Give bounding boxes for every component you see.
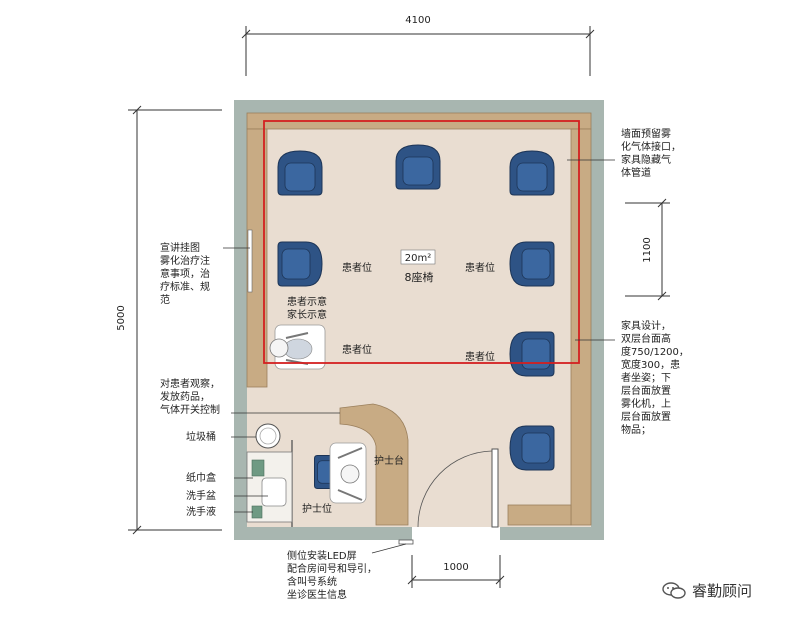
led-screen: [398, 539, 414, 545]
trash-annotation: 垃圾桶: [186, 432, 216, 443]
led-annotation: 侧位安装LED屏 配合房间号和导引， 含叫号系统 坐诊医生信息: [287, 551, 377, 601]
patient-label-left-1: 患者位: [342, 261, 372, 274]
side-dimension: 1100: [642, 237, 653, 262]
nurse-desk-label: 护士台: [374, 454, 404, 467]
area-badge: [400, 249, 436, 265]
width-dimension: 4100: [405, 15, 430, 26]
gas-annotation: 墙面预留雾 化气体接口， 家具隐藏气 体管道: [621, 129, 681, 179]
door-dimension: 1000: [443, 562, 468, 573]
room-area: 20m²: [405, 253, 431, 264]
watermark-text: 睿勤顾问: [692, 582, 753, 600]
armchair-icon: [509, 425, 555, 471]
nurse-desk: [339, 403, 409, 526]
trash-bin-icon: [255, 423, 281, 449]
armchair-icon: [277, 241, 323, 287]
wechat-logo-icon: [662, 581, 686, 599]
leader-lines: [223, 159, 615, 554]
armchair-icon: [277, 150, 323, 196]
soap-annotation: 洗手液: [186, 507, 216, 518]
seat-count: 8座椅: [405, 270, 434, 284]
caregiver-note: 患者示意 家长示意: [287, 297, 327, 321]
armchair-icon: [509, 241, 555, 287]
tissue-annotation: 纸巾盒: [186, 473, 216, 484]
patient-label-right-2: 患者位: [465, 350, 495, 363]
caregiver-figure: [269, 324, 326, 370]
basin-annotation: 洗手盆: [186, 491, 216, 502]
armchair-icon: [395, 144, 441, 190]
observation-annotation: 对患者观察， 发放药品， 气体开关控制: [160, 379, 220, 416]
poster-annotation: 宣讲挂图 雾化治疗注 意事项，治 疗标准、规 范: [160, 243, 210, 306]
nurse-figure: [329, 442, 367, 504]
watermark: 睿勤顾问: [662, 580, 752, 601]
sink-counter: [246, 451, 293, 523]
armchair-icon: [509, 331, 555, 377]
nurse-seat-label: 护士位: [302, 502, 332, 515]
height-dimension: 5000: [116, 305, 127, 330]
furniture-annotation: 家具设计， 双层台面高 度750/1200， 宽度300，患 者坐姿；下 层台面…: [621, 321, 689, 436]
highlight-frame: [263, 120, 580, 364]
dimension-lines: [128, 26, 670, 588]
armchair-icon: [509, 150, 555, 196]
counters: [246, 112, 592, 526]
patient-label-right-1: 患者位: [465, 261, 495, 274]
poster-board: [247, 229, 253, 293]
door: [417, 448, 499, 528]
patient-label-left-2: 患者位: [342, 343, 372, 356]
